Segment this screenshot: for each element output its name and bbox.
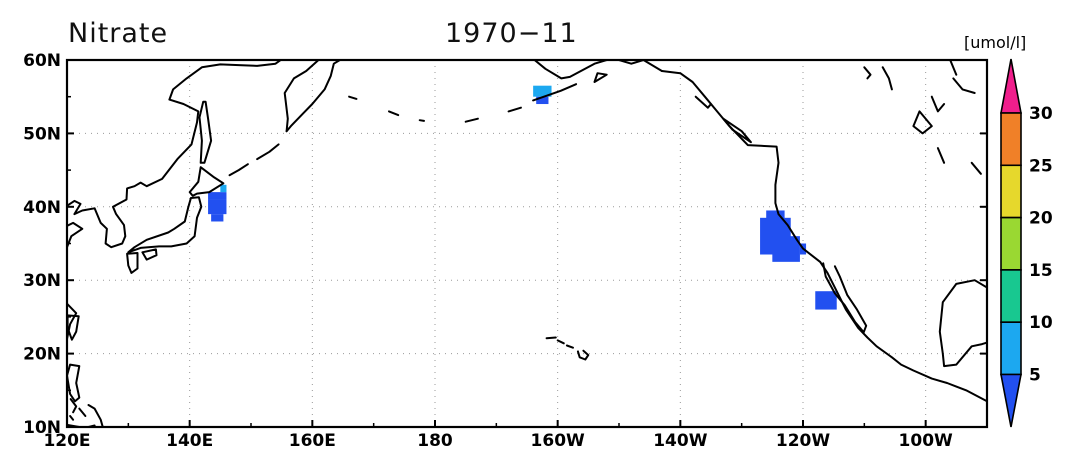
longitude-axis: 120E 140E 160E 180 160W 140W 120W 100W [43, 420, 953, 451]
coastline-segment [126, 252, 139, 274]
coastline-segment [141, 248, 158, 261]
nitrate-cell [533, 85, 552, 97]
x-tick-label: 160W [531, 431, 585, 451]
coastline-segment [881, 66, 893, 91]
x-tick-label: 120W [776, 431, 830, 451]
coastline-segment [87, 404, 104, 427]
coastline-segment [464, 117, 479, 123]
y-tick-label: 50N [23, 124, 61, 144]
y-tick-label: 60N [23, 51, 61, 71]
colorbar-segment [1000, 269, 1022, 323]
map-date: 1970−11 [445, 18, 578, 49]
map-plot-area [65, 58, 989, 429]
coastline-segment [694, 95, 712, 109]
coastline-segment [228, 163, 249, 177]
coastline-segment [565, 344, 574, 349]
coastline-segment [576, 349, 590, 361]
colorbar: 5 10 15 20 25 30 [1000, 58, 1053, 428]
colorbar-bottom-arrow [1000, 373, 1022, 428]
coastline-segment [863, 66, 872, 80]
land-area-alaska [527, 60, 644, 79]
nitrate-data-cells [208, 85, 837, 310]
coastline-segment [545, 336, 557, 340]
land-area-korea [94, 184, 128, 244]
land-area-asia [67, 60, 190, 171]
coastline-segment [532, 83, 578, 102]
colorbar-level-label: 25 [1029, 156, 1053, 176]
x-tick-label: 160E [289, 431, 336, 451]
y-tick-label: 40N [23, 198, 61, 218]
coastline-segment [388, 110, 400, 117]
land-area-honshu [128, 197, 202, 253]
colorbar-top-arrow [1000, 58, 1022, 114]
coastline-segment [198, 100, 213, 164]
coastline-segment [69, 415, 75, 421]
colorbar-units: [umol/l] [964, 33, 1026, 52]
latitude-axis: 10N 20N 30N 40N 50N 60N [23, 51, 987, 438]
nitrate-cell [815, 291, 837, 310]
y-tick-label: 30N [23, 271, 61, 291]
coastline-segment [556, 339, 565, 345]
map-title: Nitrate [68, 18, 168, 49]
x-tick-label: 140W [653, 431, 707, 451]
x-tick-label: 180 [417, 431, 453, 451]
coastline-segment [256, 143, 280, 161]
coastline-segment [533, 60, 663, 80]
nitrate-cell [220, 184, 227, 193]
x-tick-label: 100W [899, 431, 953, 451]
colorbar-level-label: 20 [1029, 209, 1053, 229]
coastline-segment [930, 95, 946, 113]
x-tick-label: 140E [166, 431, 213, 451]
y-tick-label: 10N [23, 418, 61, 438]
land-layer [67, 60, 987, 427]
coastline-segment [78, 407, 87, 417]
nitrate-cell [536, 96, 549, 105]
coastline-segment [938, 279, 987, 368]
coastline-segment [822, 262, 868, 334]
colorbar-segment [1000, 164, 1022, 219]
colorbar-segment [1000, 216, 1022, 271]
coastline-segment [348, 95, 358, 100]
coastline-segment [127, 196, 203, 254]
coastline-segment [507, 106, 522, 113]
land-area-north-america [643, 60, 987, 402]
coastline-segment [722, 117, 752, 144]
colorbar-level-label: 15 [1029, 261, 1053, 281]
coastline-segment [67, 363, 81, 403]
colorbar-level-label: 30 [1029, 104, 1053, 124]
land-area-hokkaido [189, 167, 224, 196]
coastline-segment [970, 161, 982, 175]
nitrate-cell [208, 192, 227, 200]
nitrate-cell [772, 236, 800, 262]
coastline-segment [949, 60, 958, 76]
nitrate-cell [211, 214, 224, 222]
nitrate-cell [208, 199, 227, 215]
colorbar-segment [1000, 321, 1022, 376]
colorbar-segment [1000, 112, 1022, 167]
coastline-segment [188, 166, 225, 197]
coastline-segment [285, 60, 341, 133]
land-area-philippines-s [76, 405, 103, 427]
coastline-segment [912, 110, 933, 135]
land-area-baja [823, 263, 867, 333]
coastline-segment [67, 60, 283, 249]
coastline-segment [283, 60, 320, 133]
coastline-segment [936, 147, 946, 164]
x-tick-label: 120E [43, 431, 90, 451]
coastline-segment [593, 72, 608, 83]
coastline-segment [418, 119, 425, 122]
coastline-segment [69, 398, 78, 414]
colorbar-level-label: 10 [1029, 313, 1053, 333]
colorbar-level-label: 5 [1029, 366, 1041, 386]
y-tick-label: 20N [23, 345, 61, 365]
coastline-segment [67, 423, 82, 427]
coastline-segment [952, 77, 976, 94]
